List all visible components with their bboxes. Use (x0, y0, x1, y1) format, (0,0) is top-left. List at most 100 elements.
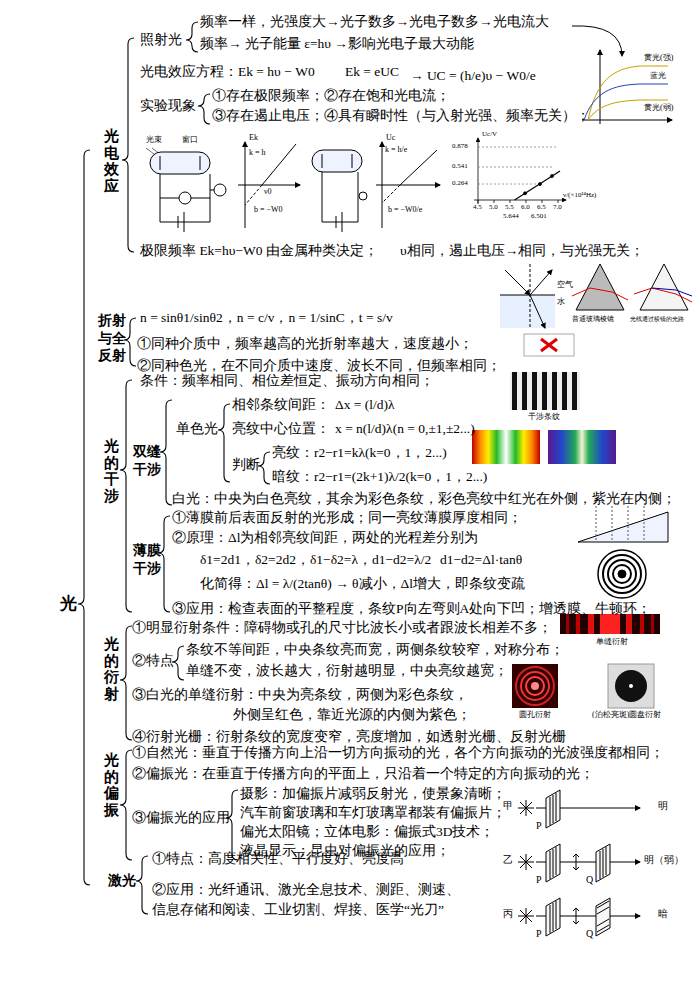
note-text: 判断 (232, 457, 260, 473)
axis-label: 5.0 (489, 204, 498, 212)
figure-label: 黄光(强) (644, 54, 673, 63)
ek-frequency-graph (238, 142, 300, 228)
note-text: 白光：中央为白色亮纹，其余为彩色条纹，彩色亮纹中红光在外侧，紫光在内侧； (172, 491, 676, 507)
curly-bracket (186, 22, 198, 52)
note-text: n = sinθ1/sinθ2，n = c/v，n = 1/sinC，t = s… (140, 310, 393, 326)
newton-rings (598, 550, 646, 598)
figure-label: 黄光(弱) (644, 104, 673, 113)
axis-label: 4.5 (473, 204, 482, 212)
figure-label: 光束 (146, 136, 162, 145)
axis-label: 0.541 (452, 163, 468, 171)
axis-label: 6.0 (521, 204, 530, 212)
figure-label: 暗 (658, 908, 668, 919)
figure-label: Q (586, 928, 593, 939)
uc-frequency-graph (376, 142, 440, 228)
note-text: 单缝不变，波长越大，衍射越明显，中央亮纹越宽； (186, 663, 508, 679)
note-text: 暗纹：r2−r1=(2k+1)λ/2(k=0，1，2...) (272, 469, 487, 485)
section-heading: 光电效应 (104, 128, 119, 194)
figure-label: k = h/e (385, 146, 407, 155)
note-text: 单色光 (176, 421, 218, 437)
figure-label: k = h (249, 149, 266, 158)
figure-label: (泊松亮斑)圆盘衍射 (592, 711, 661, 720)
note-text: δ1=2d1，δ2=2d2，δ1−δ2=λ，d1−d2=λ/2 (200, 552, 431, 568)
figure-label: 圆孔衍射 (519, 711, 551, 720)
figure-label: P (536, 874, 542, 885)
note-text: 信息存储和阅读、工业切割、焊接、医学“光刀” (152, 902, 444, 918)
note-text: ①明显衍射条件：障碍物或孔的尺寸比波长小或者跟波长相差不多； (132, 620, 552, 636)
figure-label: 乙 (503, 854, 513, 865)
axis-label: Uc/V (482, 131, 497, 139)
topic-heading: 激光 (108, 873, 136, 890)
phototube-circuit (312, 150, 367, 232)
note-text: 光电效应方程：Ek = hυ − W0 (140, 64, 315, 80)
topic-heading: 折射与全反射 (98, 312, 127, 365)
figure-label: 单缝衍射 (596, 638, 628, 647)
note-text: ①存在极限频率；②存在饱和光电流； (212, 88, 450, 104)
note-text: 亮纹中心位置： (232, 421, 330, 437)
note-text: 极限频率 Ek=hυ−W0 由金属种类决定； (140, 243, 378, 259)
figure-label: 蓝光 (650, 72, 666, 81)
note-text: Ek = eUC (345, 64, 399, 80)
note-text: ③存在遏止电压；④具有瞬时性（与入射光强、频率无关）； (212, 108, 590, 124)
axis-label: 5.644 (503, 213, 519, 221)
figure-label: 光线通过棱镜的光路 (630, 316, 684, 322)
note-text: x = n(l/d)λ(n = 0,±1,±2...) (335, 421, 475, 437)
figure-label: b = −W0 (254, 206, 283, 215)
curly-bracket (122, 38, 134, 252)
note-text: 照射光 (140, 32, 182, 48)
total-reflection-icon (524, 334, 574, 356)
poisson-spot-pattern (608, 664, 654, 708)
section-heading: 光的干涉 (104, 438, 119, 504)
axis-label: 6.5 (537, 204, 546, 212)
note-text: → UC = (h/e)υ − W0/e (410, 68, 536, 84)
note-text: 实验现象 (140, 98, 196, 114)
curly-bracket (120, 380, 132, 612)
figure-label: Uc (386, 134, 395, 143)
note-text: 条纹不等间距，中央条纹亮而宽，两侧条纹较窄，对称分布； (186, 642, 564, 658)
note-text: 化简得：Δl = λ/(2tanθ) → θ减小，Δl增大，即条纹变疏 (200, 576, 525, 592)
polarizer-setups (518, 790, 640, 936)
note-text: ①特点：高度相关性、平行度好、亮度高 (152, 851, 404, 867)
note-text: 摄影：加偏振片减弱反射光，使景象清晰； (240, 786, 506, 802)
note-text: ①同种介质中，频率越高的光折射率越大，速度越小； (137, 336, 473, 352)
note-text: ③应用：检查表面的平整程度，条纹P向左弯则A处向下凹；增透膜、牛顿环； (172, 601, 651, 617)
prism-figure (572, 264, 692, 310)
figure-label: 明（弱） (644, 854, 684, 865)
note-text: ③偏振光的应用 (132, 810, 230, 826)
axis-label: 6.501 (531, 213, 547, 221)
figure-label: P (536, 820, 542, 831)
note-text: ②应用：光纤通讯、激光全息技术、测距、测速、 (152, 882, 460, 898)
curly-bracket (136, 856, 148, 914)
refraction-figure (500, 264, 555, 328)
axis-label: 7.0 (553, 204, 562, 212)
note-text: ①薄膜前后表面反射的光形成；同一亮纹薄膜厚度相同； (172, 510, 522, 526)
note-text: ②偏振光：在垂直于传播方向的平面上，只沿着一个特定的方向振动的光； (132, 766, 594, 782)
curly-bracket (198, 94, 210, 124)
axis-label: ν/(×10¹⁴Hz) (563, 192, 596, 200)
measured-data-graph (474, 138, 566, 204)
figure-label: 水 (557, 298, 565, 307)
figure-label: 甲 (503, 800, 513, 811)
curly-bracket (160, 400, 172, 505)
section-heading: 光的衍射 (104, 636, 119, 702)
note-text: 相邻条纹间距： (232, 397, 330, 413)
figure-label: 空气 (557, 281, 573, 290)
note-text: ②同种色光，在不同介质中速度、波长不同，但频率相同； (137, 358, 501, 374)
note-text: 外侧呈红色，靠近光源的内侧为紫色； (233, 707, 471, 723)
note-text: ③白光的单缝衍射：中央为亮条纹，两侧为彩色条纹， (132, 687, 468, 703)
figure-label: ν0 (264, 188, 272, 197)
axis-label: 0.878 (452, 143, 468, 151)
topic-heading: 薄膜干涉 (133, 542, 162, 577)
curly-bracket (120, 626, 132, 740)
note-text: ②特点 (132, 653, 174, 669)
curly-bracket (218, 404, 230, 482)
note-text: 频率一样，光强度大→光子数多→光电子数多→光电流大 (200, 14, 549, 30)
figure-label: 明 (658, 800, 668, 811)
note-text: ②原理：Δl为相邻亮纹间距，两处的光程差分别为 (172, 530, 478, 546)
figure-label: 窗口 (182, 136, 198, 145)
curly-bracket (120, 750, 132, 860)
phototube-circuit (146, 148, 226, 232)
note-text: 条件：频率相同、相位差恒定、振动方向相同； (140, 373, 434, 389)
note-text: ①自然光：垂直于传播方向上沿一切方向振动的光，各个方向振动的光波强度都相同； (132, 745, 664, 761)
note-text: 亮纹：r2−r1=kλ(k=0，1，2...) (272, 445, 447, 461)
